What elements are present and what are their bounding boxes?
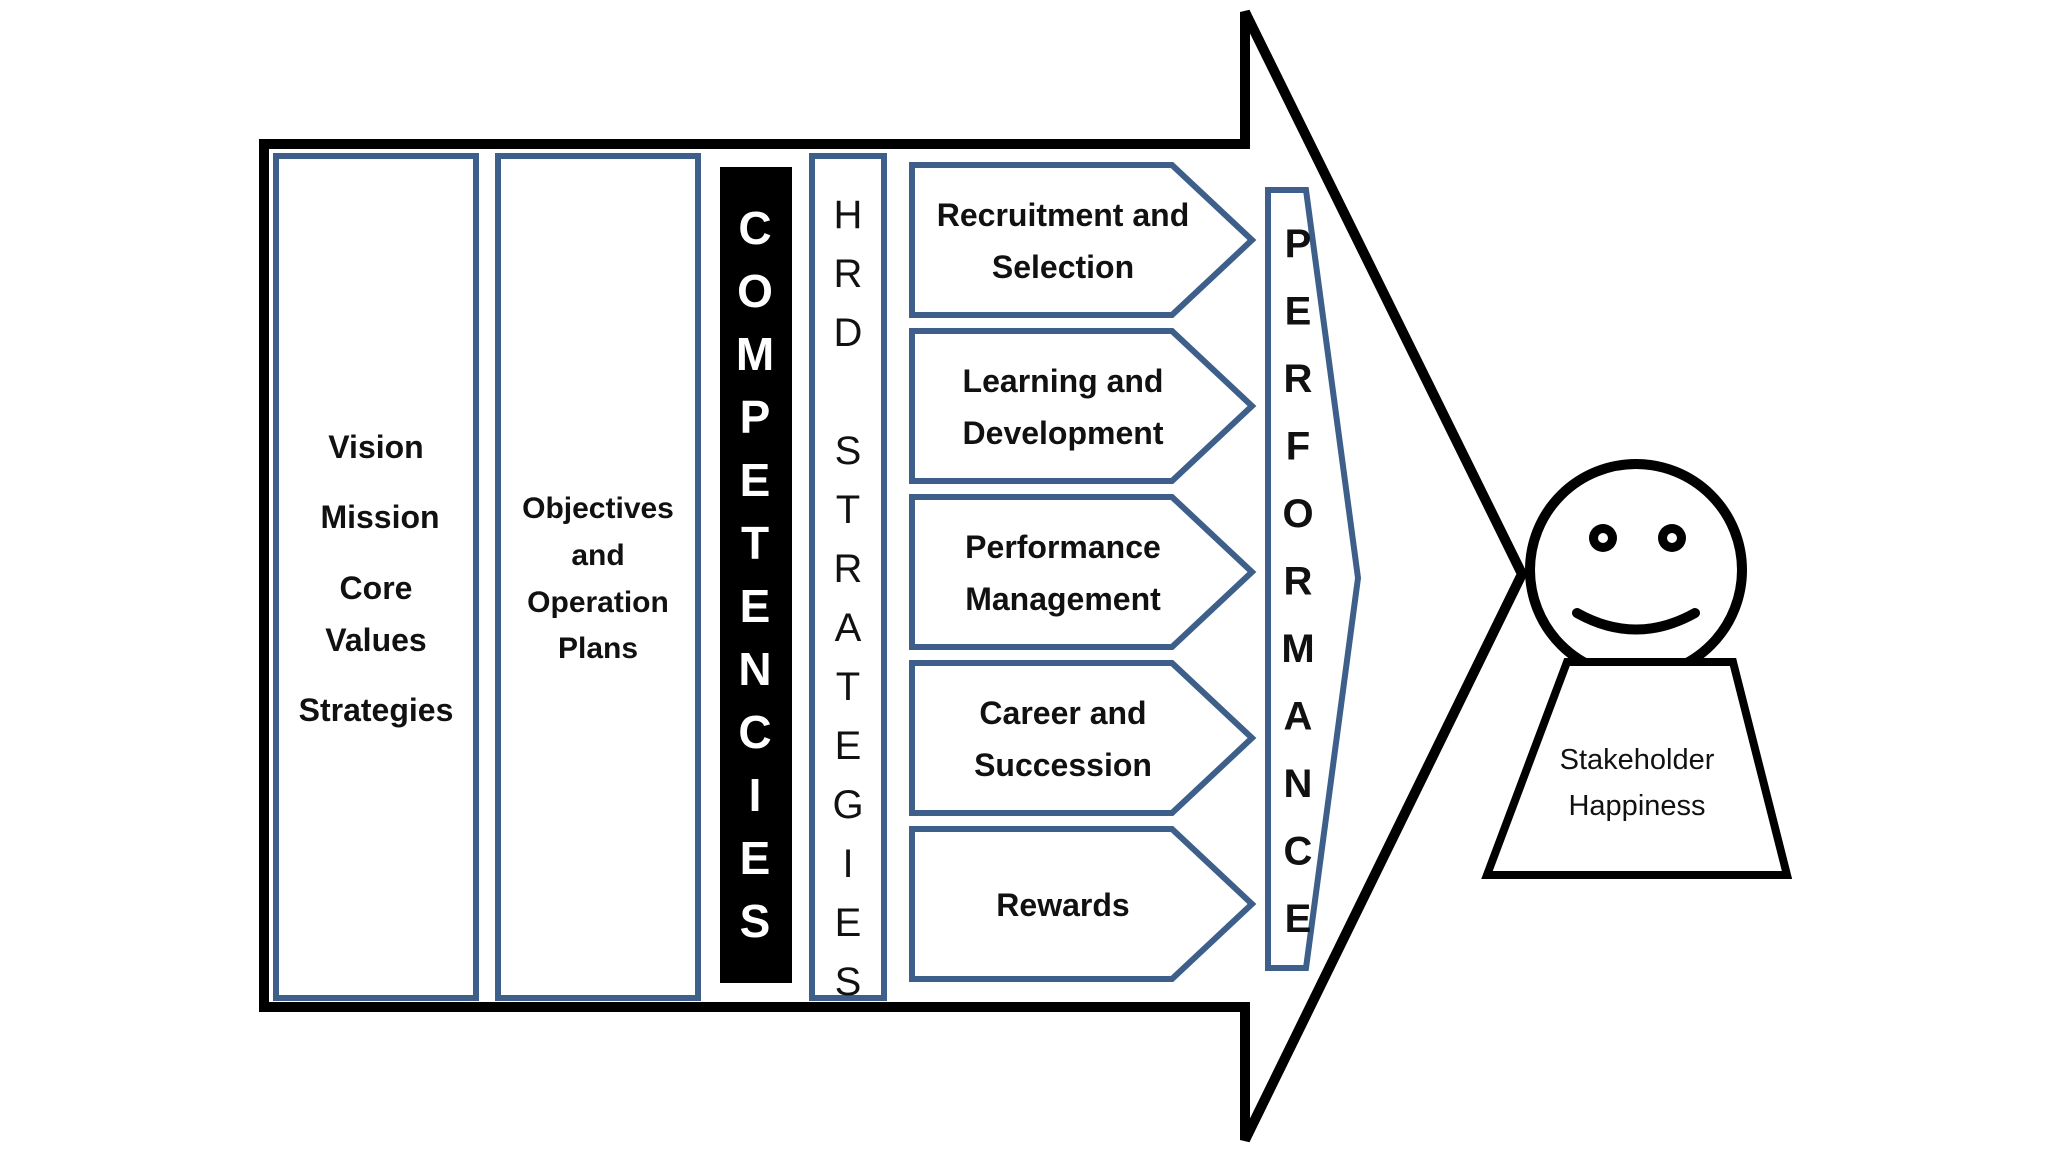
competencies-letter: N	[738, 643, 771, 695]
stakeholder-body	[1481, 658, 1793, 879]
hrd-strategies-panel	[809, 153, 887, 1001]
hr-function-chevron	[909, 162, 1257, 318]
competencies-letter: C	[738, 202, 771, 254]
smiley-eye-left-highlight	[1598, 533, 1608, 543]
hr-function-label: Rewards	[996, 887, 1129, 923]
hrd-strategies-letter: T	[836, 488, 860, 532]
smiley-mouth	[1572, 608, 1700, 635]
performance-letter: F	[1286, 425, 1310, 469]
foundation-line: Values	[325, 622, 426, 658]
hrd-strategies-letter: R	[834, 547, 863, 591]
hr-function-chevron	[909, 660, 1257, 816]
hrd-strategies-letter: H	[834, 193, 863, 237]
smiley-eye-right-highlight	[1667, 533, 1677, 543]
hrd-strategies-letter: E	[835, 901, 862, 945]
objectives-line: and	[571, 539, 624, 572]
hrd-strategies-letter: R	[834, 252, 863, 296]
hr-function-chevron	[909, 494, 1257, 650]
objectives-line: Objectives	[522, 492, 674, 525]
stakeholder-label-line: Stakeholder	[1560, 744, 1715, 776]
hrd-strategies-letter: G	[832, 783, 863, 827]
stakeholder-label-line: Happiness	[1568, 790, 1705, 822]
hr-function-label: Learning and	[963, 363, 1164, 399]
competencies-bar	[720, 167, 792, 983]
objectives-line: Operation	[527, 586, 669, 619]
hr-function-chevron	[909, 328, 1257, 484]
performance-letter: R	[1284, 357, 1313, 401]
hr-function-label: Development	[963, 415, 1164, 451]
foundation-line: Vision	[328, 429, 423, 465]
hrd-strategies-letter: S	[835, 960, 862, 1004]
smiley-face	[1525, 459, 1747, 681]
foundation-line: Core	[340, 570, 413, 606]
hr-function-label: Career and	[979, 695, 1146, 731]
hr-function-label: Recruitment and	[937, 197, 1189, 233]
hrd-strategies-letter: E	[835, 724, 862, 768]
hr-function-label: Succession	[974, 747, 1152, 783]
hrd-strategies-letter: A	[835, 606, 862, 650]
foundation-line: Strategies	[299, 692, 454, 728]
performance-letter: N	[1284, 762, 1313, 806]
hrd-strategies-letter: D	[834, 311, 863, 355]
competencies-letter: O	[737, 265, 773, 317]
performance-letter: E	[1285, 290, 1312, 334]
competencies-letter: P	[740, 391, 771, 443]
performance-letter: E	[1285, 897, 1312, 941]
hrd-strategies-letter: I	[842, 842, 853, 886]
hrd-strategies-letter: S	[835, 429, 862, 473]
performance-letter: O	[1282, 492, 1313, 536]
performance-pointer	[1265, 187, 1362, 971]
competencies-letter: T	[741, 517, 769, 569]
foundation-panel	[273, 153, 479, 1001]
competencies-letter: S	[740, 895, 771, 947]
foundation-line: Mission	[320, 499, 439, 535]
hrd-strategies-letter: T	[836, 665, 860, 709]
hr-function-chevron	[909, 826, 1257, 982]
performance-letter: M	[1281, 627, 1314, 671]
competencies-letter: E	[740, 832, 771, 884]
performance-letter: C	[1284, 830, 1313, 874]
competencies-letter: I	[749, 769, 762, 821]
performance-letter: R	[1284, 560, 1313, 604]
objectives-panel	[495, 153, 701, 1001]
competencies-letter: E	[740, 454, 771, 506]
competencies-letter: E	[740, 580, 771, 632]
hr-function-label: Performance	[965, 529, 1161, 565]
hr-function-label: Selection	[992, 249, 1134, 285]
hr-function-label: Management	[965, 581, 1161, 617]
competencies-letter: C	[738, 706, 771, 758]
competencies-letter: M	[736, 328, 774, 380]
performance-letter: P	[1285, 222, 1312, 266]
performance-letter: A	[1284, 695, 1313, 739]
objectives-line: Plans	[558, 632, 638, 665]
